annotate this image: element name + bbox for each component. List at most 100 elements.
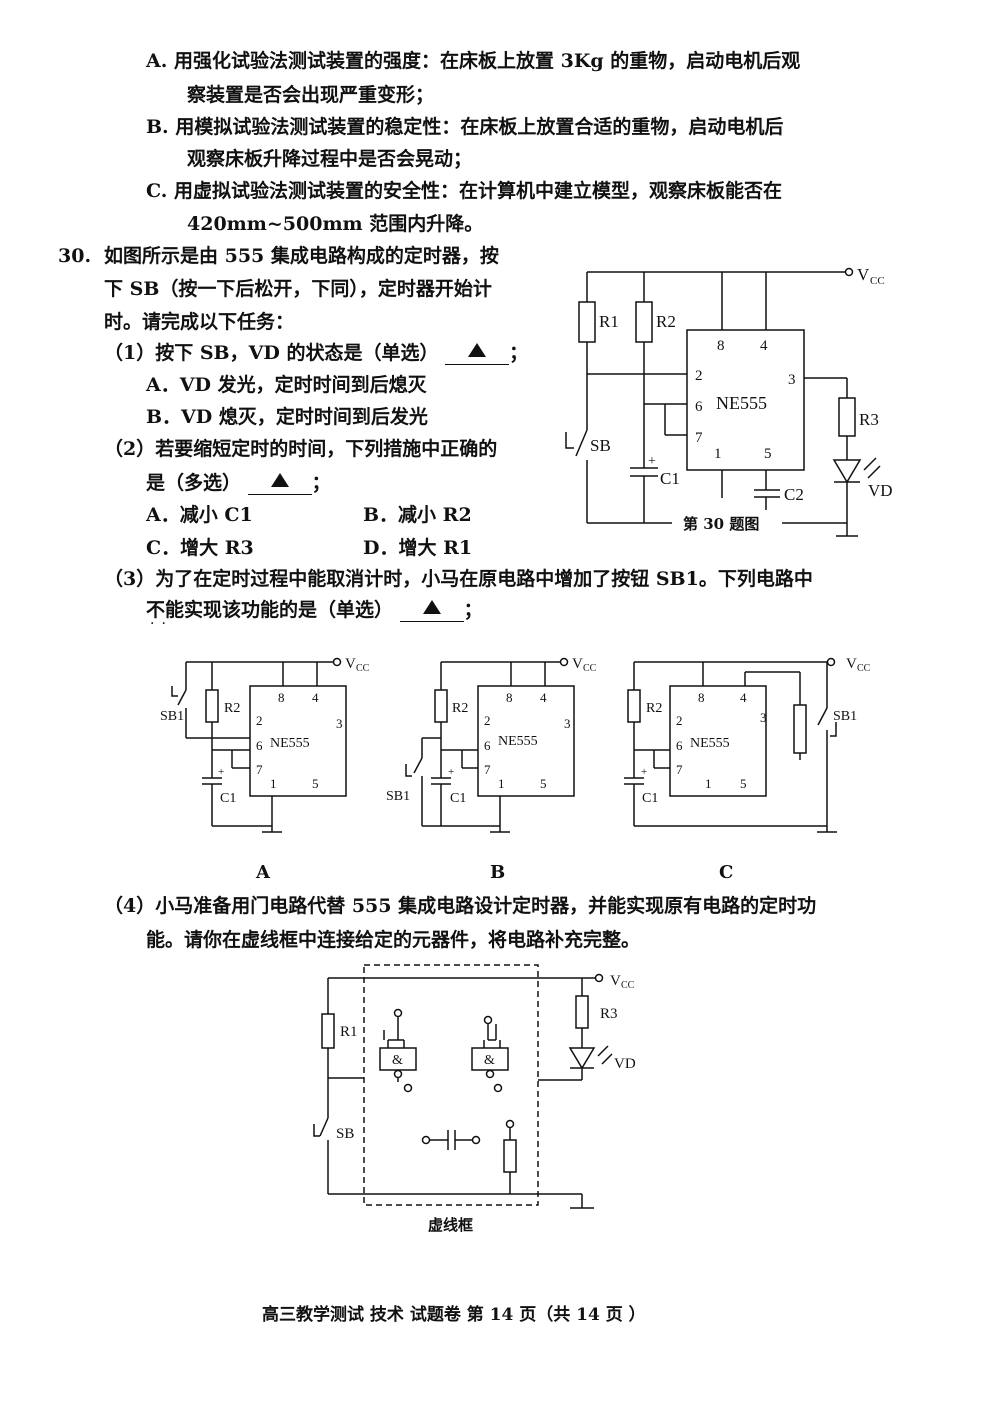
- svg-text:VD: VD: [614, 1056, 636, 1072]
- svg-text:CC: CC: [356, 663, 370, 674]
- option-c-label: C: [719, 862, 733, 883]
- svg-text:3: 3: [760, 710, 767, 725]
- page-footer: 高三教学测试 技术 试题卷 第 14 页（共 14 页 ）: [262, 1305, 646, 1325]
- svg-text:SB: SB: [336, 1126, 354, 1142]
- q30-part1-option-b: B．VD 熄灭，定时时间到后发光: [146, 406, 428, 428]
- svg-text:7: 7: [695, 430, 703, 446]
- q29-option-b-line2: 观察床板升降过程中是否会晃动；: [187, 148, 473, 170]
- option-c-circuit: V CC R2 NE555 8 4 2 6 7 3 1 5 SB1: [624, 656, 871, 883]
- led-vd-icon: [832, 459, 862, 484]
- svg-text:C1: C1: [642, 791, 658, 806]
- option-b-label: B: [490, 862, 505, 883]
- triangle-icon: [422, 600, 441, 614]
- led-icon: [568, 1047, 596, 1070]
- svg-text:V: V: [572, 656, 583, 672]
- svg-text:6: 6: [695, 399, 703, 415]
- svg-text:V: V: [345, 656, 356, 672]
- svg-text:CC: CC: [870, 275, 885, 287]
- svg-text:C2: C2: [784, 485, 804, 504]
- resistor-r1-icon: [578, 301, 596, 343]
- q30-intro-line1: 如图所示是由 555 集成电路构成的定时器，按: [104, 245, 499, 267]
- q29-option-a-line1: A. 用强化试验法测试装置的强度：在床板上放置 3Kg 的重物，启动电机后观: [146, 50, 801, 72]
- resistor-r2-icon: [635, 301, 653, 343]
- svg-text:R1: R1: [340, 1024, 358, 1040]
- svg-text:+: +: [648, 454, 656, 469]
- q30-part3-line2: 不能实现该功能的是（单选） ；: [146, 597, 483, 624]
- svg-text:2: 2: [256, 713, 263, 728]
- svg-text:SB1: SB1: [386, 789, 410, 804]
- svg-text:+: +: [448, 766, 454, 778]
- svg-text:1: 1: [270, 776, 277, 791]
- svg-text:NE555: NE555: [270, 736, 310, 751]
- q29-option-c-line1: C. 用虚拟试验法测试装置的安全性：在计算机中建立模型，观察床板能否在: [146, 180, 783, 202]
- svg-text:2: 2: [484, 713, 491, 728]
- figure-part4-circuit: V CC R1 SB & &: [313, 964, 636, 1234]
- svg-text:6: 6: [256, 738, 263, 753]
- q30-part2-stem1: （2）若要缩短定时的时间，下列措施中正确的: [104, 438, 498, 460]
- svg-text:6: 6: [676, 738, 683, 753]
- sb-label: SB: [590, 436, 611, 455]
- svg-text:V: V: [846, 656, 857, 672]
- figure-30-caption: 第 30 题图: [683, 515, 759, 533]
- svg-text:&: &: [392, 1053, 403, 1068]
- resistor-r3-icon: [838, 397, 856, 437]
- answer-blank-3[interactable]: [399, 595, 464, 622]
- svg-text:2: 2: [695, 368, 703, 384]
- answer-blank-1[interactable]: [445, 338, 510, 365]
- svg-text:R3: R3: [600, 1006, 618, 1022]
- answer-blank-2[interactable]: [247, 468, 312, 495]
- q30-part2-option-b: B．减小 R2: [363, 504, 472, 526]
- q29-option-a-line2: 察装置是否会出现严重变形；: [187, 84, 435, 106]
- dashed-box-caption: 虚线框: [428, 1216, 473, 1234]
- svg-text:6: 6: [484, 738, 491, 753]
- triangle-icon: [468, 343, 487, 357]
- svg-text:NE555: NE555: [716, 393, 767, 413]
- svg-text:5: 5: [764, 446, 772, 462]
- q30-part2-option-c: C．增大 R3: [146, 537, 254, 559]
- vcc-terminal-icon: [844, 267, 854, 277]
- q29-option-b-line1: B. 用模拟试验法测试装置的稳定性：在床板上放置合适的重物，启动电机后: [146, 116, 784, 138]
- svg-text:4: 4: [312, 690, 319, 705]
- vcc-label: V: [857, 265, 870, 284]
- svg-text:CC: CC: [857, 663, 871, 674]
- dashed-box: [363, 964, 539, 1206]
- svg-text:R1: R1: [599, 312, 619, 331]
- q30-part2-stem2: 是（多选） ；: [146, 470, 331, 497]
- q30-part4-line2: 能。请你在虚线框中连接给定的元器件，将电路补充完整。: [146, 929, 641, 951]
- q30-intro-line3: 时。请完成以下任务：: [104, 311, 295, 333]
- svg-text:NE555: NE555: [498, 734, 538, 749]
- svg-text:SB1: SB1: [833, 709, 857, 724]
- svg-text:4: 4: [740, 690, 747, 705]
- svg-text:5: 5: [540, 776, 547, 791]
- q30-part4-line1: （4）小马准备用门电路代替 555 集成电路设计定时器，并能实现原有电路的定时功: [104, 895, 817, 917]
- svg-text:7: 7: [676, 762, 683, 777]
- q29-option-c-line2: 420mm~500mm 范围内升降。: [187, 213, 484, 235]
- svg-text:1: 1: [498, 776, 505, 791]
- ne555-chip-icon: [686, 329, 805, 471]
- svg-text:8: 8: [698, 690, 705, 705]
- svg-text:SB1: SB1: [160, 709, 184, 724]
- svg-text:R2: R2: [656, 312, 676, 331]
- figure-30-main-circuit: V CC R1 R2 NE555 8 4 2 6 7 3 1 5: [565, 265, 893, 537]
- svg-text:1: 1: [714, 446, 722, 462]
- svg-text:+: +: [218, 766, 224, 778]
- option-b-circuit: V CC R2 SB1 NE555 8 4 2 6 7 3 1 5 + C1: [386, 656, 597, 883]
- svg-text:C1: C1: [220, 791, 236, 806]
- svg-text:3: 3: [564, 716, 571, 731]
- svg-text:2: 2: [676, 713, 683, 728]
- svg-text:8: 8: [506, 690, 513, 705]
- svg-text:5: 5: [740, 776, 747, 791]
- svg-text:CC: CC: [583, 663, 597, 674]
- svg-text:3: 3: [788, 372, 796, 388]
- q30-part1-stem: （1）按下 SB，VD 的状态是（单选） ；: [104, 340, 528, 367]
- option-a-label: A: [255, 862, 271, 883]
- svg-text:C1: C1: [450, 791, 466, 806]
- svg-text:NE555: NE555: [690, 736, 730, 751]
- emphasis-dots: ··: [150, 616, 173, 632]
- option-a-circuit: V CC SB1 R2 NE555 8 4 2 6 7 3 1 5 + C1: [160, 656, 370, 883]
- svg-text:7: 7: [484, 762, 491, 777]
- svg-text:3: 3: [336, 716, 343, 731]
- q30-intro-line2: 下 SB（按一下后松开，下同），定时器开始计: [104, 278, 492, 300]
- triangle-icon: [270, 473, 289, 487]
